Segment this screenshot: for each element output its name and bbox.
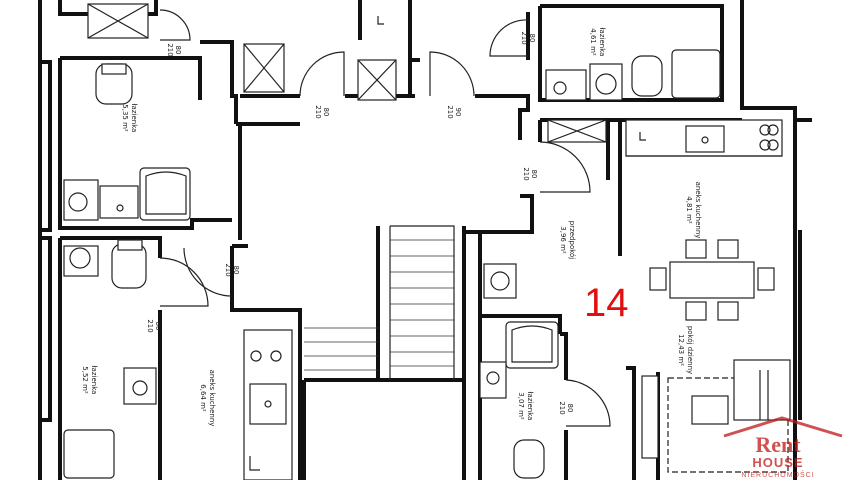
door-label-h: 210 xyxy=(520,31,528,44)
room-area-lazienka-d: 3,07 m² xyxy=(517,392,525,420)
room-area-aneks-b: 4,81 m² xyxy=(685,196,693,224)
room-area-lazienka-c: 5,52 m² xyxy=(81,366,89,394)
room-name-lazienka-b: łazienka xyxy=(598,28,606,57)
room-area-lazienka-a: 5,35 m² xyxy=(121,104,129,132)
door-label-w: 80 xyxy=(322,108,330,117)
room-name-pokoj: pokój dzienny xyxy=(686,326,694,374)
door-label-w: 80 xyxy=(528,34,536,43)
room-labels: łazienka 5,35 m² łazienka 4,61 m² łazien… xyxy=(81,28,702,427)
room-name-aneks-b: aneks kuchenny xyxy=(694,182,702,239)
room-area-pokoj: 12,43 m² xyxy=(677,334,685,366)
dining-table xyxy=(649,239,775,321)
living-furniture xyxy=(641,359,791,473)
door-label-h: 210 xyxy=(166,43,174,56)
room-name-lazienka-c: łazienka xyxy=(90,366,98,395)
door-label-h: 210 xyxy=(522,167,530,180)
door-label-h: 210 xyxy=(314,105,322,118)
ventilation-shafts xyxy=(87,3,607,143)
door-label-w: 80 xyxy=(530,170,538,179)
unit-number: 14 xyxy=(584,281,629,325)
room-area-lazienka-b: 4,61 m² xyxy=(589,28,597,56)
outer-walls xyxy=(38,0,812,480)
fixtures-kitchen-b xyxy=(625,119,783,157)
door-label-w: 80 xyxy=(566,404,574,413)
room-area-aneks-a: 6,64 m² xyxy=(199,384,207,412)
watermark-line3: NIERUCHOMOŚCI xyxy=(741,470,814,479)
door-label-h: 210 xyxy=(558,401,566,414)
fixtures-bathroom-d xyxy=(479,263,559,479)
door-label-h: 210 xyxy=(224,263,232,276)
doors xyxy=(159,9,611,427)
door-labels: 80 210 80 210 90 210 80 210 80 210 80 21… xyxy=(146,31,574,414)
door-label-h: 210 xyxy=(446,105,454,118)
fixtures-bathroom-a xyxy=(63,63,191,221)
watermark-line1: Rent xyxy=(755,432,801,457)
room-area-przedpokoj: 3,96 m² xyxy=(559,226,567,254)
small-fixture-marks xyxy=(377,16,646,141)
door-label-h: 210 xyxy=(146,319,154,332)
room-name-przedpokoj: przedpokój xyxy=(568,221,576,260)
fixtures-bathroom-c xyxy=(63,239,157,479)
stairwell xyxy=(236,122,466,480)
room-name-aneks-a: aneks kuchenny xyxy=(208,370,216,427)
fixtures-kitchen-a xyxy=(243,329,293,480)
door-label-w: 80 xyxy=(174,46,182,55)
door-label-w: 80 xyxy=(154,322,162,331)
door-label-w: 90 xyxy=(454,108,462,117)
fixtures-bathroom-b xyxy=(545,49,721,101)
room-name-lazienka-a: łazienka xyxy=(130,104,138,133)
watermark-line2: HOUSE xyxy=(752,455,803,470)
door-label-w: 80 xyxy=(232,266,240,275)
rent-house-watermark: Rent HOUSE NIERUCHOMOŚCI xyxy=(723,416,843,479)
room-name-lazienka-d: łazienka xyxy=(526,392,534,421)
